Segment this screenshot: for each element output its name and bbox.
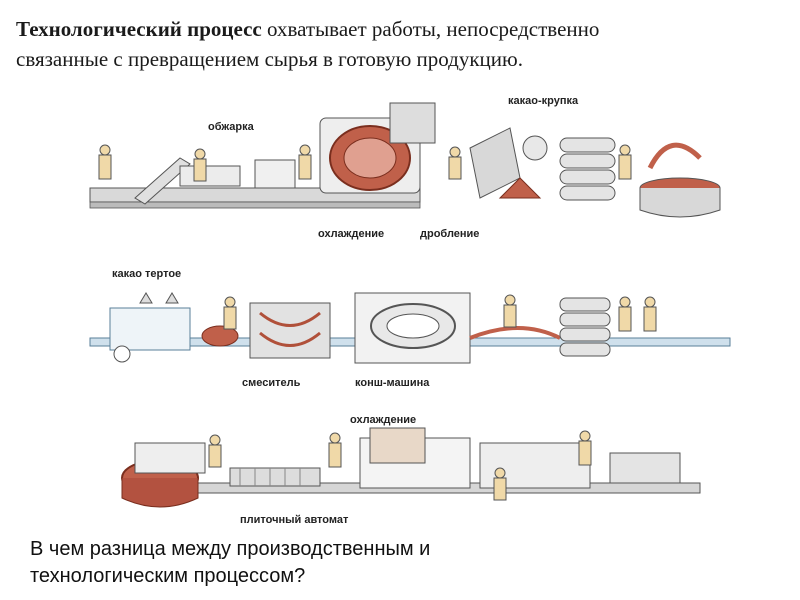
- row-2-mixing-line: [89, 292, 731, 364]
- label-cocoa-mass: какао тертое: [112, 268, 182, 280]
- question-line1: В чем разница между производственным и: [30, 538, 431, 560]
- label-cocoa-nibs: какао-крупка: [508, 95, 579, 107]
- label-tablet-machine: плиточный автомат: [240, 514, 349, 526]
- intro-text: Технологический процесс охватывает работ…: [16, 14, 786, 74]
- label-crushing: дробление: [420, 228, 480, 240]
- label-roasting: обжарка: [208, 121, 254, 133]
- label-mixer: смеситель: [242, 377, 301, 389]
- intro-line1-rest: охватывает работы, непосредственно: [261, 17, 600, 41]
- label-cooling-top: охлаждение: [318, 228, 385, 240]
- label-conche: конш-машина: [355, 377, 430, 389]
- intro-line2: связанные с превращением сырья в готовую…: [16, 47, 523, 71]
- row-1-roasting-line: [89, 102, 721, 218]
- production-line-drawing: [89, 102, 731, 508]
- intro-bold-term: Технологический процесс: [16, 17, 262, 41]
- label-cooling-bottom: охлаждение: [350, 414, 417, 426]
- chocolate-production-illustration: обжарка какао-крупка охлаждение дроблени…: [80, 88, 740, 538]
- row-3-molding-line: [121, 427, 701, 508]
- question-text: В чем разница между производственным и т…: [30, 536, 630, 590]
- question-line2: технологическим процессом?: [30, 565, 306, 587]
